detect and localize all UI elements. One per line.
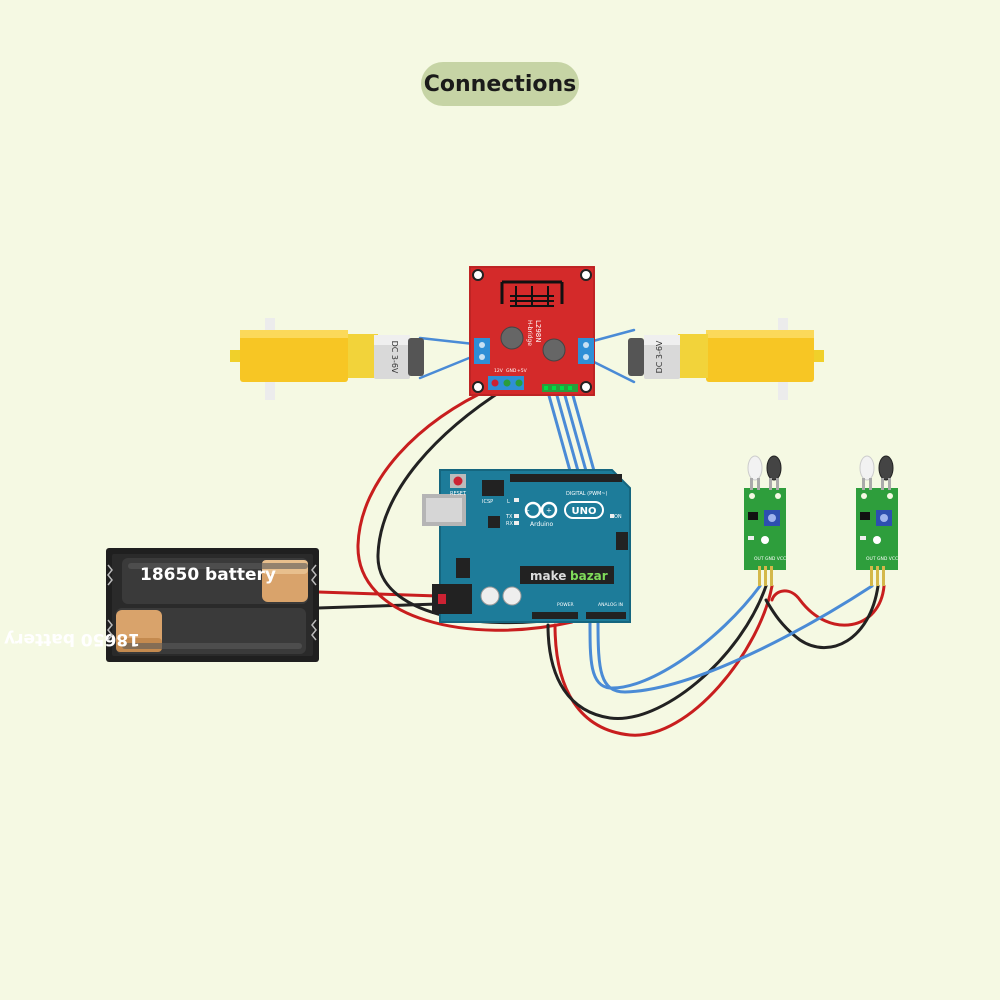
arduino-rx-label: RX	[506, 521, 513, 527]
motor-right-label: DC 3-6V	[655, 340, 664, 373]
driver-pin-gnd: GND	[506, 368, 517, 374]
arduino-digital-label: DIGITAL (PWM~)	[566, 491, 608, 497]
arduino-analog-header	[586, 612, 626, 619]
battery-cell-top: 18650 battery	[122, 558, 308, 604]
ir-sensor-left-receiver	[766, 455, 782, 481]
wire-battery-black	[316, 602, 440, 610]
arduino-capacitor-2	[502, 586, 522, 606]
wire-sensor-left-gnd-black	[546, 584, 768, 720]
ir-sensor-right-emitter	[859, 455, 875, 481]
wire-motor-left-b	[418, 354, 476, 380]
arduino-reset-label: RESET	[450, 491, 467, 497]
arduino-watermark-right: bazar	[570, 569, 608, 583]
wire-motor-left-a	[418, 336, 476, 346]
motor-right: DC 3-6V	[628, 318, 824, 400]
wire-driver-12v-red	[356, 386, 574, 632]
driver-terminal-left	[474, 338, 490, 364]
driver-capacitor-right	[542, 338, 566, 362]
ir-sensor-right-receiver	[878, 455, 894, 481]
wire-in1-blue	[546, 390, 574, 480]
ir-sensor-left-pin-labels: OUT GND VCC	[754, 556, 786, 562]
driver-terminal-right	[578, 338, 594, 364]
battery-spring-right	[311, 564, 317, 641]
wire-sensor-left-out-blue	[588, 584, 762, 690]
wire-in4-blue	[570, 390, 598, 480]
ir-sensor-right: OUT GND VCC	[856, 455, 898, 586]
arduino-power-label: POWER	[557, 602, 574, 608]
svg-text:-: -	[527, 507, 530, 515]
arduino-digital-header	[510, 474, 622, 482]
arduino-led-l-label: L	[507, 499, 510, 505]
driver-capacitor-left	[500, 326, 524, 350]
arduino-watermark-left: make	[530, 569, 566, 583]
arduino-icsp-header	[482, 480, 504, 496]
motor-driver-l298n: L298N H-bridge 12V GND +5V	[469, 266, 595, 396]
battery-holder: 18650 battery 18650 battery	[4, 548, 319, 662]
battery-cell-top-label: 18650 battery	[140, 565, 276, 585]
arduino-icsp-label: ICSP	[482, 499, 493, 505]
arduino-main-chip	[520, 566, 614, 584]
arduino-brand-text: Arduino	[530, 521, 554, 528]
page-title: Connections	[421, 62, 579, 106]
wires	[316, 328, 886, 737]
driver-pin-5v: +5V	[517, 368, 528, 374]
battery-spring-left	[107, 564, 113, 641]
battery-cell-bottom-label: 18650 battery	[4, 629, 140, 649]
arduino-uno-board: RESET ICSP DIGITAL (PWM~) - + UNO Arduin…	[422, 469, 631, 623]
driver-sub-label: H-bridge	[526, 320, 533, 346]
wire-sensor-right-out-blue	[596, 584, 874, 694]
arduino-capacitor-1	[480, 586, 500, 606]
driver-pin-12v: 12V	[494, 368, 504, 374]
wire-sensor-left-vcc-red	[553, 584, 774, 737]
motor-left: DC 3-6V	[230, 318, 424, 400]
arduino-small-chip	[488, 516, 500, 528]
ir-sensor-left: OUT GND VCC	[744, 455, 786, 586]
wire-sensor-right-gnd-black	[764, 584, 880, 650]
arduino-logo: - + UNO Arduino	[524, 501, 604, 528]
svg-text:+: +	[546, 507, 552, 515]
driver-heatsink	[500, 280, 564, 307]
battery-cell-bottom: 18650 battery	[4, 608, 306, 654]
arduino-power-header	[532, 612, 578, 619]
ir-sensor-left-emitter	[747, 455, 763, 481]
arduino-tx-label: TX	[505, 514, 513, 520]
wire-in2-blue	[554, 390, 582, 480]
wire-sensor-right-vcc-red	[770, 584, 886, 627]
driver-chip-label: L298N	[534, 320, 542, 343]
motor-left-label: DC 3-6V	[390, 341, 399, 374]
arduino-analog-label: ANALOG IN	[598, 602, 623, 608]
arduino-logo-text: UNO	[572, 506, 597, 517]
arduino-regulator	[456, 558, 470, 578]
arduino-on-label: ON	[614, 514, 622, 520]
arduino-icsp2-header	[616, 532, 628, 550]
ir-sensor-right-pin-labels: OUT GND VCC	[866, 556, 898, 562]
wire-in3-blue	[562, 390, 590, 480]
